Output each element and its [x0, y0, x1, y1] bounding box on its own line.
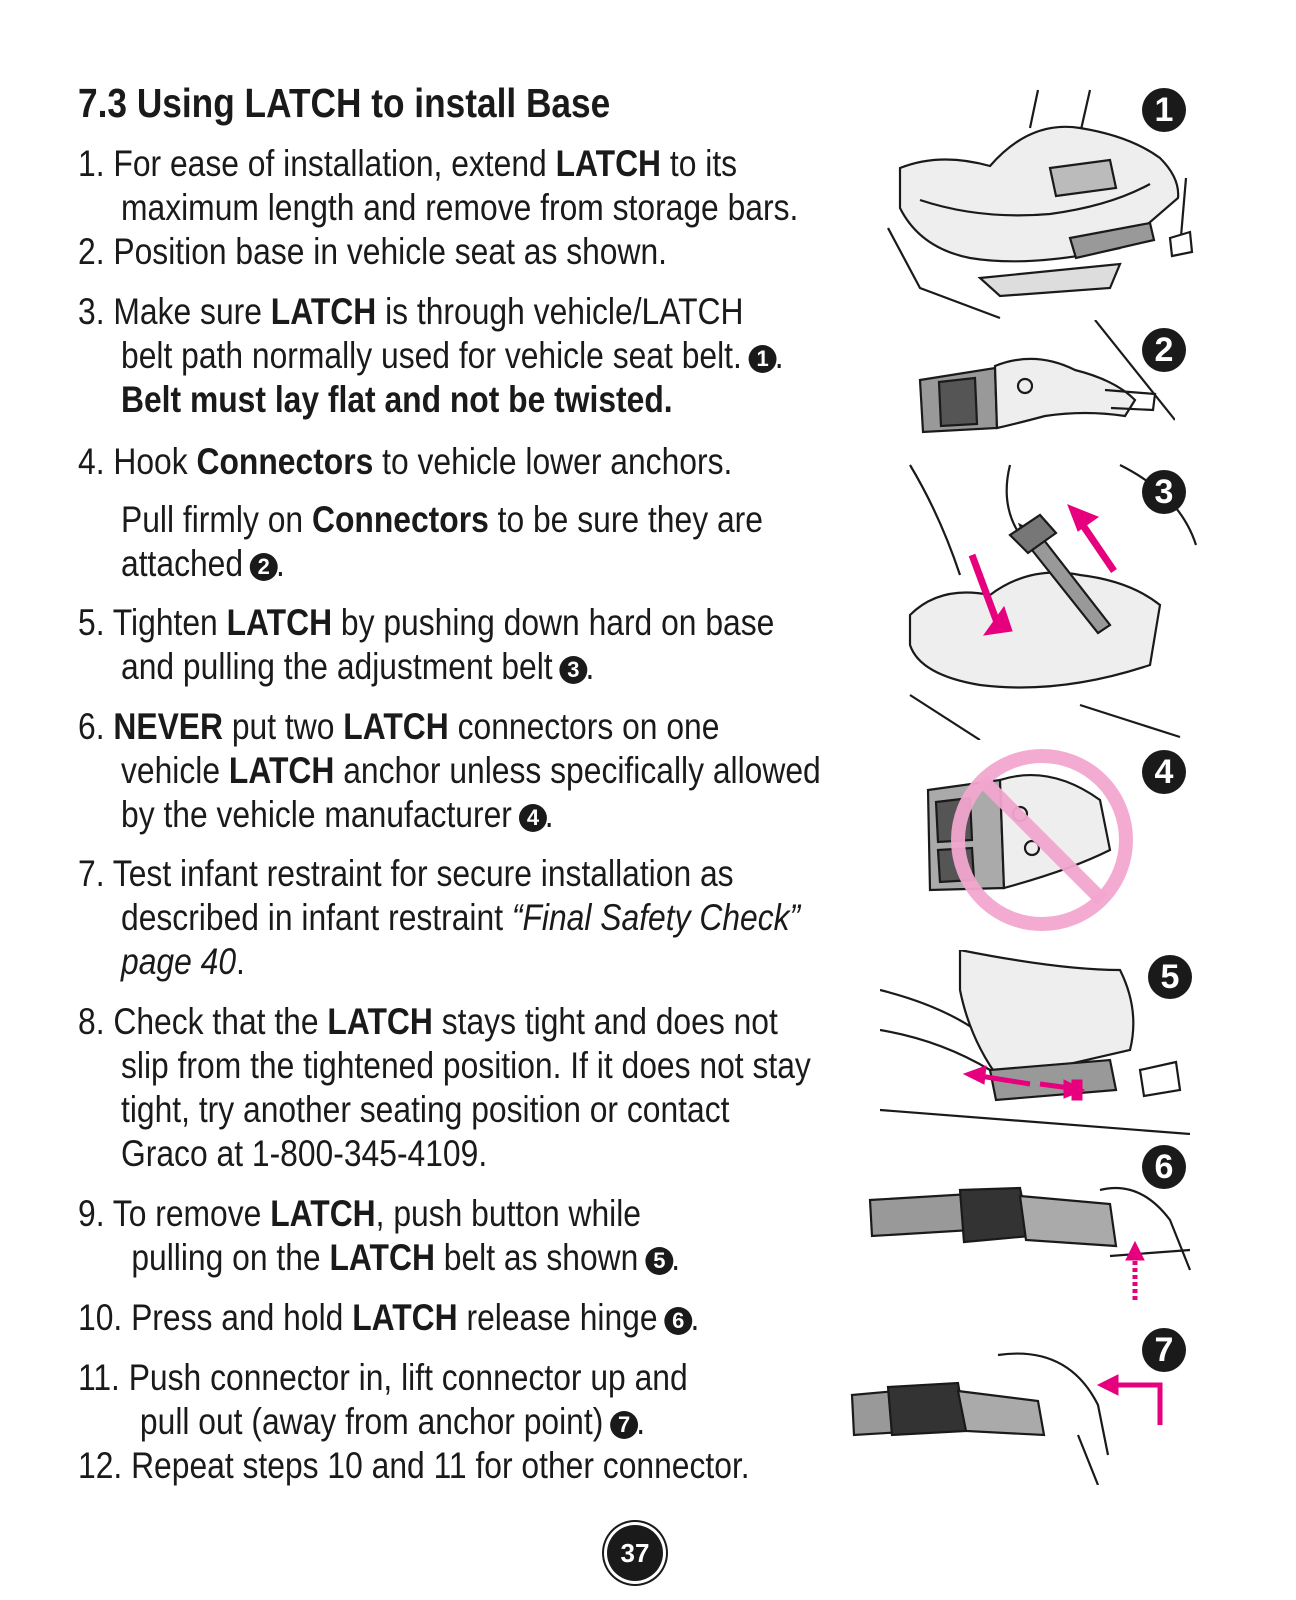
figure-4-prohibited-illustration — [926, 749, 1133, 931]
step-12: 12. Repeat steps 10 and 11 for other con… — [78, 1444, 783, 1488]
step-text: Pull firmly on — [121, 499, 312, 540]
figure-3-tighten-illustration — [908, 464, 1198, 740]
step-text: pull out (away from anchor point) — [139, 1401, 613, 1442]
step-text: . — [636, 1401, 646, 1442]
step-text: 10. Press and hold — [78, 1297, 353, 1338]
figure-badge-6: 6 — [1142, 1145, 1186, 1189]
step-6: 6. NEVER put two LATCH connectors on one… — [78, 705, 821, 837]
step-term: LATCH — [228, 750, 335, 791]
step-text: 6. — [78, 706, 114, 747]
figure-5-remove-illustration — [880, 950, 1190, 1135]
step-text: described in infant restraint — [121, 897, 512, 938]
figure-ref-1: 1 — [748, 345, 777, 373]
step-text: slip from the tightened position. If it … — [121, 1045, 811, 1086]
step-term: NEVER — [113, 706, 224, 747]
step-1: 1. For ease of installation, extend LATC… — [78, 142, 799, 230]
step-text: by the vehicle manufacturer — [121, 794, 521, 835]
step-text: anchor unless specifically allowed — [334, 750, 821, 791]
figure-ref-7: 7 — [610, 1411, 639, 1439]
figure-badge-1: 1 — [1142, 88, 1186, 132]
step-text: 3. Make sure — [78, 291, 271, 332]
figure-7-pull-out-illustration — [850, 1352, 1163, 1485]
step-term: LATCH — [226, 602, 333, 643]
step-term: LATCH — [555, 143, 662, 184]
step-9: 9. To remove LATCH, push button while pu… — [78, 1192, 783, 1280]
step-5: 5. Tighten LATCH by pushing down hard on… — [78, 601, 783, 689]
step-4: 4. Hook Connectors to vehicle lower anch… — [78, 440, 783, 586]
step-text: stays tight and does not — [432, 1001, 778, 1042]
step-text: , push button while — [375, 1193, 642, 1234]
step-10: 10. Press and hold LATCH release hinge 6… — [78, 1296, 783, 1340]
figure-2-connector-illustration — [918, 320, 1175, 434]
step-text: 1. For ease of installation, extend — [78, 143, 556, 184]
step-text: to vehicle lower anchors. — [373, 441, 733, 482]
step-text: to be sure they are — [488, 499, 763, 540]
step-text: . — [690, 1297, 700, 1338]
step-text: release hinge — [457, 1297, 667, 1338]
step-text: tight, try another seating position or c… — [121, 1089, 730, 1130]
step-7: 7. Test infant restraint for secure inst… — [78, 852, 800, 984]
step-text: to its — [661, 143, 738, 184]
figure-ref-3: 3 — [559, 656, 588, 684]
step-text: 4. Hook — [78, 441, 197, 482]
page-title: 7.3 Using LATCH to install Base — [78, 80, 611, 126]
page-number: 37 — [607, 1525, 663, 1581]
step-text: 9. To remove — [78, 1193, 271, 1234]
step-term: LATCH — [329, 1237, 435, 1278]
step-reference: page 40 — [121, 941, 237, 982]
step-text: maximum length and remove from storage b… — [121, 187, 799, 228]
step-3: 3. Make sure LATCH is through vehicle/LA… — [78, 290, 784, 422]
step-text: 12. Repeat steps 10 and 11 for other con… — [78, 1445, 750, 1486]
step-text: 11. Push connector in, lift connector up… — [78, 1357, 688, 1398]
step-term: LATCH — [270, 1193, 376, 1234]
figure-badge-5: 5 — [1148, 955, 1192, 999]
step-8: 8. Check that the LATCH stays tight and … — [78, 1000, 811, 1176]
step-text: 7. Test infant restraint for secure inst… — [78, 853, 734, 894]
step-text: attached — [121, 543, 252, 584]
figure-badge-7: 7 — [1142, 1328, 1186, 1372]
figure-ref-4: 4 — [518, 804, 547, 832]
step-text: is through vehicle/LATCH — [376, 291, 744, 332]
step-warning: Belt must lay flat and not be twisted. — [121, 379, 673, 420]
figure-1-base-illustration — [887, 89, 1194, 320]
step-text: 2. Position base in vehicle seat as show… — [78, 231, 668, 272]
figure-ref-6: 6 — [664, 1307, 693, 1335]
step-text: Graco at 1-800-345-4109. — [121, 1133, 488, 1174]
figure-ref-2: 2 — [249, 553, 278, 581]
figure-ref-5: 5 — [645, 1247, 674, 1275]
step-text: vehicle — [121, 750, 229, 791]
step-text: pulling on the — [131, 1237, 330, 1278]
figure-badge-4: 4 — [1142, 750, 1186, 794]
step-text: by pushing down hard on base — [332, 602, 775, 643]
step-text: . — [276, 543, 285, 584]
step-term: LATCH — [270, 291, 377, 332]
step-reference: “Final Safety Check” — [511, 897, 801, 938]
step-2: 2. Position base in vehicle seat as show… — [78, 230, 783, 274]
step-text: . — [774, 335, 784, 376]
step-term: Connectors — [196, 441, 374, 482]
figure-badge-3: 3 — [1142, 470, 1186, 514]
step-text: . — [585, 646, 595, 687]
step-text: . — [671, 1237, 681, 1278]
step-term: LATCH — [352, 1297, 458, 1338]
step-text: 8. Check that the — [78, 1001, 328, 1042]
step-text: 5. Tighten — [78, 602, 227, 643]
step-text: belt path normally used for vehicle seat… — [121, 335, 751, 376]
step-text: . — [236, 941, 245, 982]
figure-badge-2: 2 — [1142, 328, 1186, 372]
figure-6-release-illustration — [868, 1186, 1192, 1300]
step-term: Connectors — [311, 499, 489, 540]
step-term: LATCH — [343, 706, 449, 747]
step-term: LATCH — [327, 1001, 433, 1042]
step-text: and pulling the adjustment belt — [121, 646, 562, 687]
step-11: 11. Push connector in, lift connector up… — [78, 1356, 783, 1444]
step-text: put two — [223, 706, 344, 747]
step-text: . — [544, 794, 554, 835]
step-text: belt as shown — [434, 1237, 648, 1278]
step-text: connectors on one — [448, 706, 720, 747]
